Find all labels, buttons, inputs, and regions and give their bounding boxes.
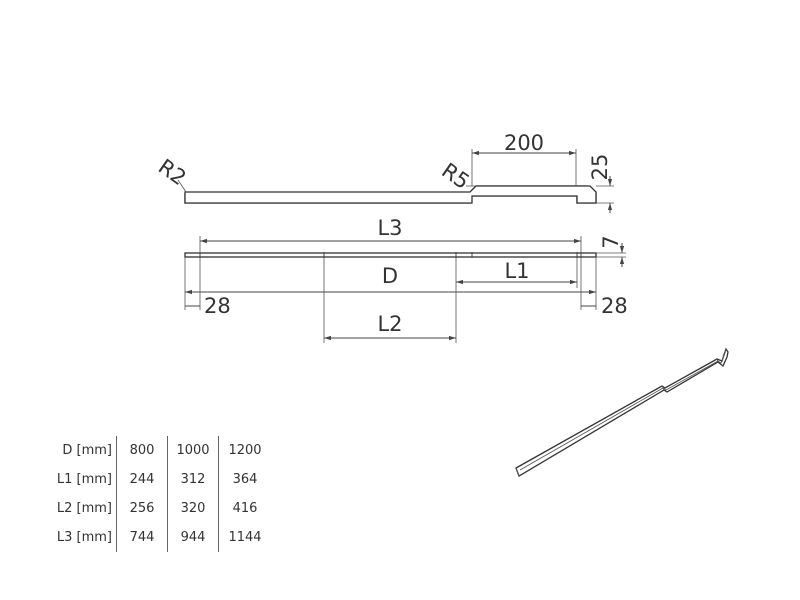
table-row: D [mm] 800 1000 1200 xyxy=(40,436,271,465)
row-label: L2 [mm] xyxy=(56,501,112,516)
handle-front-profile xyxy=(184,252,597,258)
row-label: L3 [mm] xyxy=(56,530,112,545)
table-row: L1 [mm] 244 312 364 xyxy=(40,465,271,494)
table-cell: 244 xyxy=(116,465,168,494)
table-cell: 312 xyxy=(167,465,219,494)
height-25-label: 25 xyxy=(588,154,612,181)
table-cell: 416 xyxy=(218,494,271,523)
table-row: L2 [mm] 256 320 416 xyxy=(40,494,271,523)
table-cell: 364 xyxy=(218,465,271,494)
offset-28-left-label: 28 xyxy=(204,294,231,318)
row-label: D [mm] xyxy=(62,443,112,458)
length-200-label: 200 xyxy=(504,131,544,155)
table-cell: 256 xyxy=(116,494,168,523)
table-cell: 744 xyxy=(116,523,168,552)
isometric-view xyxy=(515,347,729,477)
offset-28-right-label: 28 xyxy=(601,294,628,318)
handle-isometric xyxy=(515,347,729,477)
table-cell: 1000 xyxy=(167,436,219,465)
table-row: L3 [mm] 744 944 1144 xyxy=(40,523,271,552)
table-cell: 944 xyxy=(167,523,219,552)
dimensions-table: D [mm] 800 1000 1200 L1 [mm] 244 312 364… xyxy=(40,436,271,552)
l3-dimension-label: L3 xyxy=(377,216,402,240)
radius-r5-label: R5 xyxy=(437,158,474,194)
table-cell: 320 xyxy=(167,494,219,523)
front-view: L3 7 L1 D 28 28 L2 xyxy=(184,216,628,343)
table-cell: 1200 xyxy=(218,436,271,465)
table-cell: 800 xyxy=(116,436,168,465)
radius-r2-label: R2 xyxy=(154,154,191,190)
d-dimension-label: D xyxy=(382,264,398,288)
thickness-7-label: 7 xyxy=(599,235,623,248)
side-profile-view: R2 R5 200 25 xyxy=(154,131,614,213)
l1-dimension-label: L1 xyxy=(504,259,529,283)
table-cell: 1144 xyxy=(218,523,271,552)
row-label: L1 [mm] xyxy=(56,472,112,487)
l2-dimension-label: L2 xyxy=(377,312,402,336)
